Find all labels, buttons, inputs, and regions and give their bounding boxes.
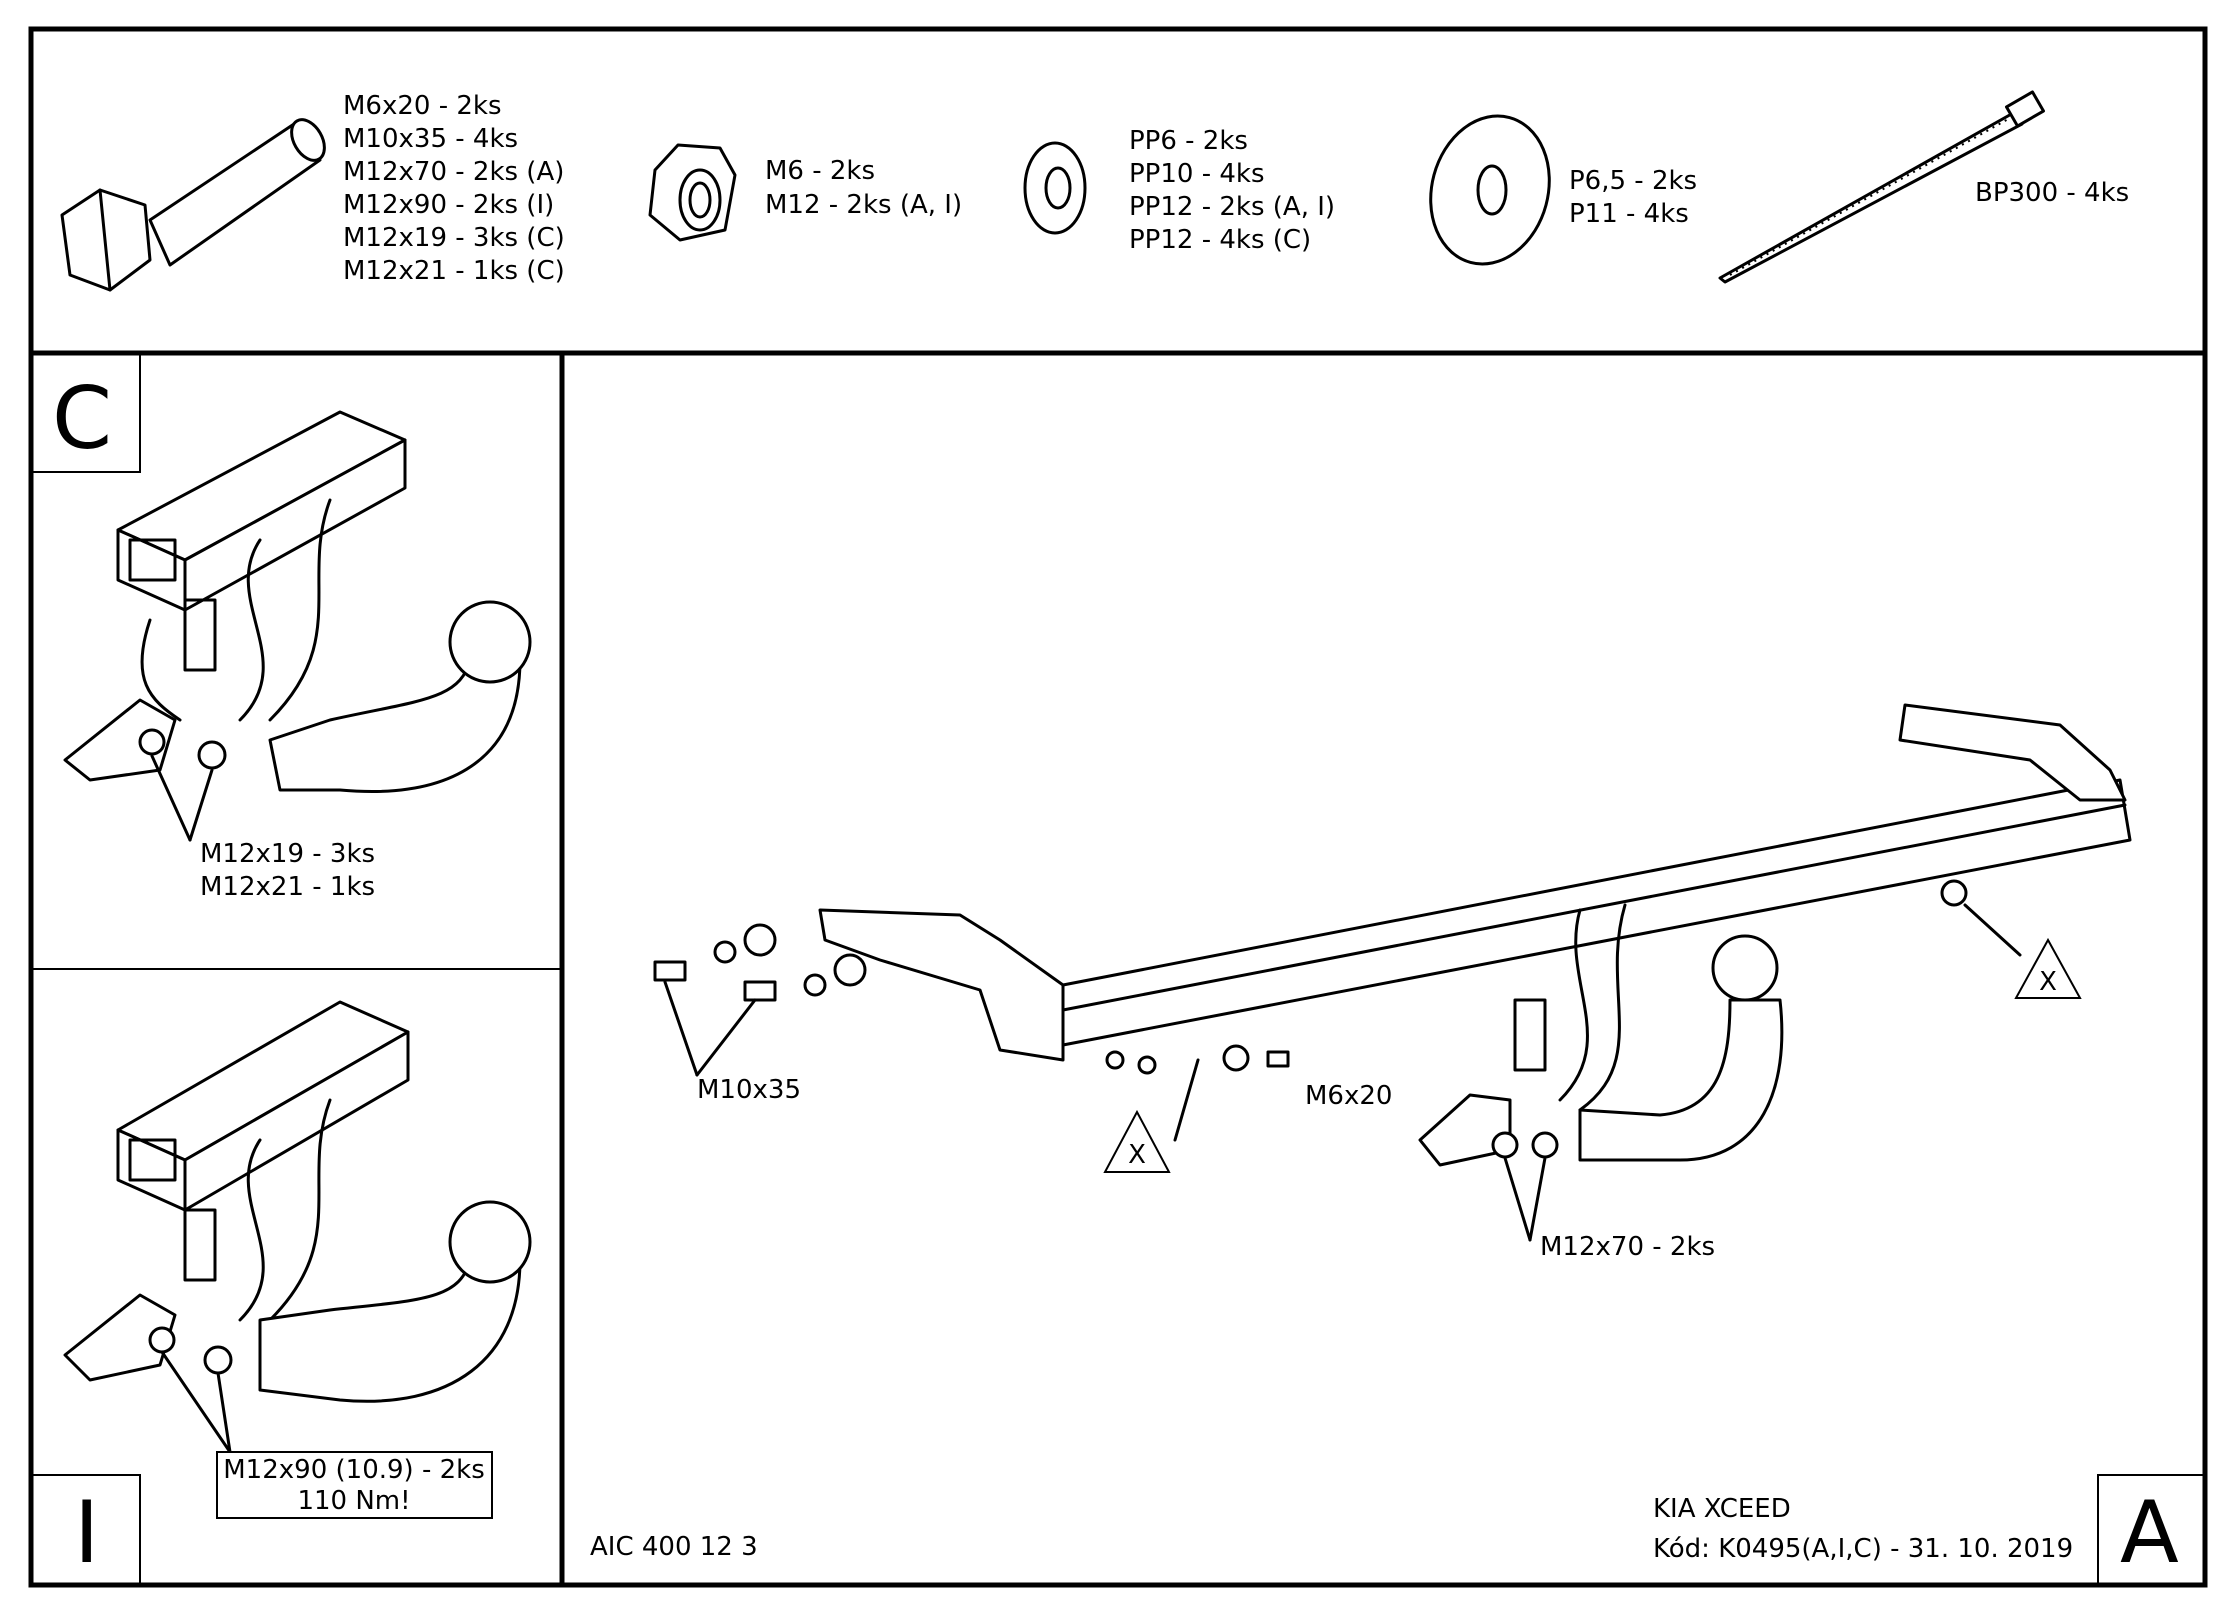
- m12x70-label: M12x70 - 2ks: [1540, 1232, 1715, 1262]
- bolt-spec: M6x20 - 2ks: [343, 91, 502, 121]
- flat-washer-spec: P11 - 4ks: [1569, 199, 1689, 229]
- towbar-assembly-drawing-a: [653, 703, 2132, 1242]
- nut-spec: M12 - 2ks (A, I): [765, 190, 962, 220]
- torque-note-box: [216, 1451, 493, 1519]
- drawing-frame: [28, 26, 2208, 1588]
- panel-i-bolt-label: M12x90 (10.9) - 2ks: [223, 1455, 485, 1485]
- x-warning-triangle: X: [2014, 937, 2082, 999]
- x-mark-label: X: [1128, 1140, 1146, 1170]
- panel-c-letter: C: [52, 369, 112, 469]
- bolt-spec: M12x90 - 2ks (I): [343, 190, 554, 220]
- x-mark-label: X: [2039, 967, 2057, 997]
- nut-spec: M6 - 2ks: [765, 156, 875, 186]
- panel-a-label-box: [2097, 1474, 2206, 1586]
- bolt-spec: M10x35 - 4ks: [343, 124, 518, 154]
- bolt-icon: [60, 118, 326, 292]
- bolt-spec: M12x21 - 1ks (C): [343, 256, 565, 286]
- spring-washer-icon: [1023, 141, 1087, 235]
- cable-tie-icon: [1718, 90, 2045, 284]
- spring-washer-spec: PP12 - 4ks (C): [1129, 225, 1311, 255]
- product-code: AIC 400 12 3: [590, 1532, 758, 1562]
- spring-washer-spec: PP10 - 4ks: [1129, 159, 1265, 189]
- panel-c-bolt-label: M12x21 - 1ks: [200, 872, 375, 902]
- panel-i-torque-label: 110 Nm!: [297, 1486, 410, 1516]
- panel-i-letter: I: [74, 1483, 99, 1583]
- vehicle-name: KIA XCEED: [1653, 1494, 1791, 1524]
- drawing-code-date: Kód: K0495(A,I,C) - 31. 10. 2019: [1653, 1534, 2073, 1564]
- flat-washer-icon: [1429, 114, 1551, 266]
- m6x20-label: M6x20: [1305, 1081, 1392, 1111]
- m10x35-label: M10x35: [697, 1075, 801, 1105]
- spring-washer-spec: PP12 - 2ks (A, I): [1129, 192, 1335, 222]
- nut-icon: [648, 143, 737, 242]
- panel-i-label-box: [30, 1474, 141, 1586]
- panel-a-letter: A: [2120, 1483, 2179, 1583]
- cable-tie-spec: BP300 - 4ks: [1975, 178, 2129, 208]
- x-warning-triangle: X: [1103, 1109, 1171, 1173]
- bolt-spec: M12x70 - 2ks (A): [343, 157, 564, 187]
- towbar-fixed-ball-drawing-i: [63, 1000, 532, 1454]
- panel-c-bolt-label: M12x19 - 3ks: [200, 839, 375, 869]
- towbar-detachable-ball-drawing-c: [63, 410, 532, 842]
- bolt-spec: M12x19 - 3ks (C): [343, 223, 565, 253]
- panel-c-label-box: [30, 353, 141, 473]
- flat-washer-spec: P6,5 - 2ks: [1569, 166, 1697, 196]
- spring-washer-spec: PP6 - 2ks: [1129, 126, 1248, 156]
